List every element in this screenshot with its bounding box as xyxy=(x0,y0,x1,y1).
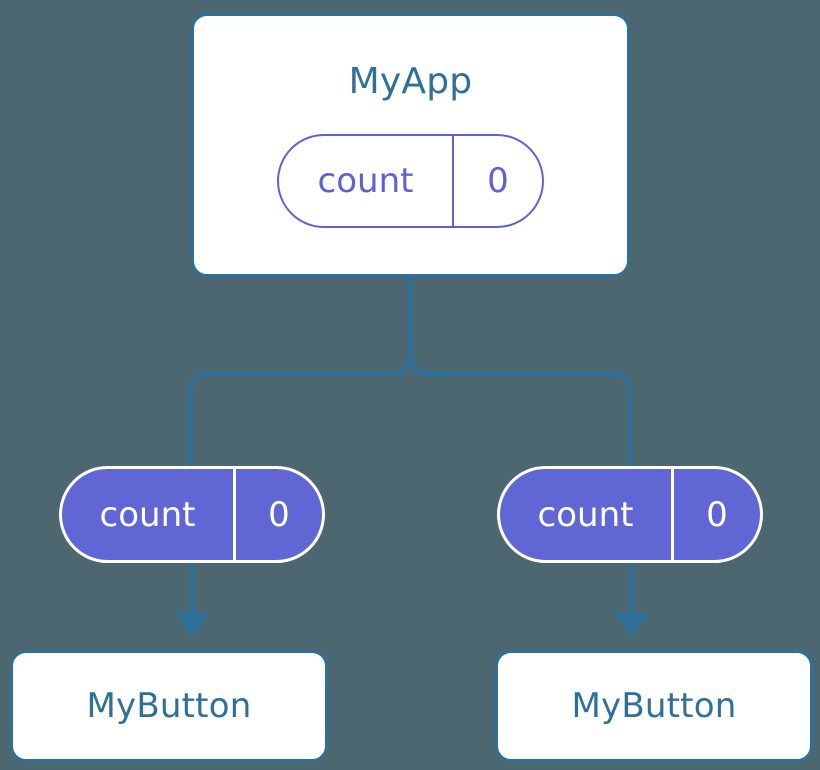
state-pill-right-value: 0 xyxy=(706,494,728,535)
node-mybutton-right-title: MyButton xyxy=(571,686,737,726)
state-pill-left-value: 0 xyxy=(268,494,290,535)
node-myapp-title: MyApp xyxy=(348,61,473,102)
state-pill-left-key: count xyxy=(62,469,236,560)
state-pill-myapp-value: 0 xyxy=(487,161,509,201)
node-mybutton-left[interactable]: MyButton xyxy=(10,650,328,762)
state-pill-right[interactable]: count 0 xyxy=(497,466,763,563)
connector-branch-right xyxy=(407,349,633,466)
connector-branch-left xyxy=(187,349,413,466)
node-mybutton-left-title: MyButton xyxy=(86,686,252,726)
state-pill-right-key: count xyxy=(500,469,674,560)
state-pill-left[interactable]: count 0 xyxy=(59,466,325,563)
state-pill-myapp-key: count xyxy=(279,136,454,226)
node-mybutton-right[interactable]: MyButton xyxy=(495,650,813,762)
arrow-right-head xyxy=(614,612,650,638)
arrow-left-head xyxy=(174,612,210,638)
state-pill-myapp[interactable]: count 0 xyxy=(277,134,544,228)
